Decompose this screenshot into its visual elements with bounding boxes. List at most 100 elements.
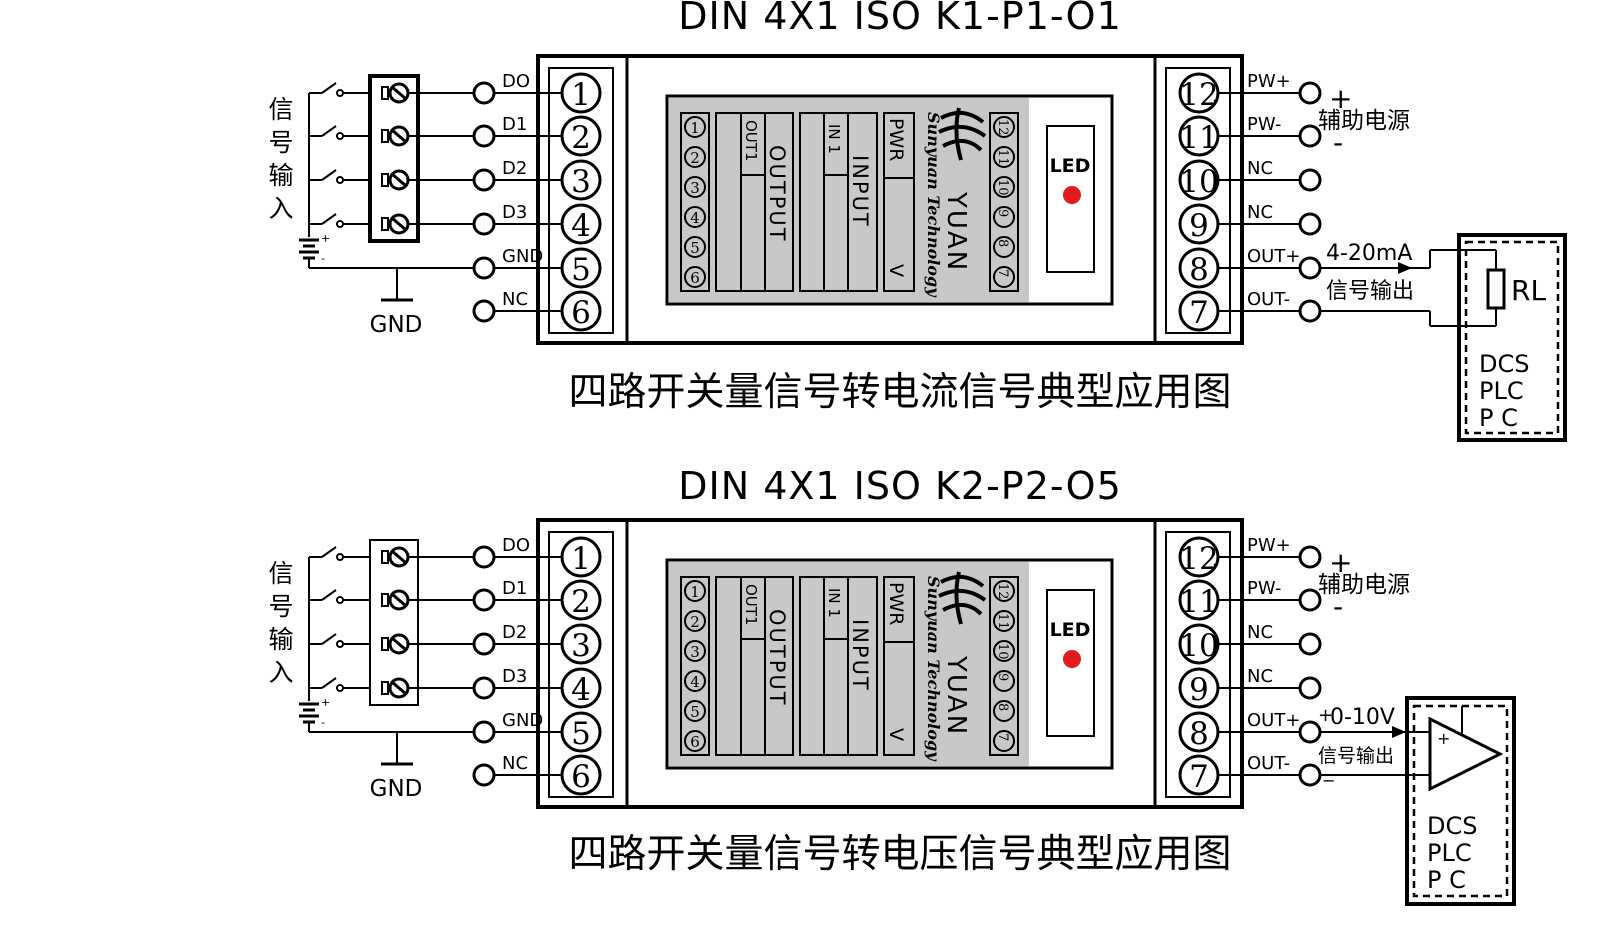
connector-pin: [381, 681, 389, 695]
output-block: [715, 112, 794, 292]
switch-blade: [321, 677, 337, 689]
screw-slot: [391, 592, 407, 608]
module-outline: [536, 54, 1244, 345]
input-title: INPUT: [848, 155, 872, 228]
terminal-number: 2: [571, 584, 591, 620]
connector-pin: [381, 217, 389, 231]
input-label-char: 信: [268, 559, 293, 588]
pwr-block: [883, 112, 915, 292]
wiring-diagram-voltage-output: DIN 4X1 ISO K2-P2-O5 1DO2D13D24D35GND6NC…: [268, 464, 1516, 906]
pin-strip-right: [989, 576, 1019, 756]
wire-node: [472, 256, 496, 280]
model-title: DIN 4X1 ISO K2-P2-O5: [678, 464, 1122, 508]
terminal-number: 6: [571, 295, 591, 331]
logo-stroke: [940, 574, 985, 588]
terminal-number: 8: [1189, 716, 1209, 752]
wire-node: [1298, 168, 1322, 192]
terminal-label: D2: [502, 622, 527, 643]
input-label-char: 号: [268, 592, 293, 621]
terminal-number: 9: [1189, 672, 1209, 708]
load-label: RL: [1511, 274, 1546, 307]
wire-node: [1298, 763, 1322, 787]
terminal-number: 12: [1179, 77, 1218, 113]
logo-stroke: [942, 602, 983, 616]
terminal-number: 4: [571, 672, 591, 708]
pin-2: [684, 146, 706, 168]
label-frame: [665, 94, 1114, 306]
out-channel-label: OUT1: [742, 120, 760, 162]
pin-number: 8: [995, 239, 1010, 247]
receiver-label: P C: [1479, 404, 1518, 432]
terminal-number: 1: [571, 541, 591, 577]
terminal-number: 10: [1179, 164, 1218, 200]
brand-logo-icon: [938, 107, 987, 161]
pin-number: 9: [995, 673, 1010, 681]
switch-contact: [336, 89, 344, 97]
aux-power-label: 辅助电源: [1318, 572, 1410, 598]
switch-contact: [336, 220, 344, 228]
receiver-outline: [1457, 233, 1567, 442]
terminal-number: 11: [1179, 584, 1218, 620]
switch-contact: [336, 596, 344, 604]
input-block: [799, 576, 878, 756]
terminal-label: DO: [502, 535, 530, 556]
terminal-label: PW+: [1247, 535, 1291, 556]
connector-pin: [381, 593, 389, 607]
battery-minus: -: [321, 716, 325, 729]
aux-power-minus: -: [1333, 590, 1343, 623]
pin-2: [684, 610, 706, 632]
terminal-number: 6: [571, 759, 591, 795]
wire-node: [472, 81, 496, 105]
pwr-label: PWR: [885, 582, 907, 625]
wire-node: [472, 212, 496, 236]
terminal-number: 7: [1189, 759, 1209, 795]
brand-logo-icon: [938, 571, 987, 625]
output-plus-sign: +: [1318, 705, 1333, 726]
wire-node: [1298, 720, 1322, 744]
terminal-label: D1: [502, 114, 527, 135]
pin-number: 1: [690, 119, 700, 137]
voltage-arrow: [1392, 726, 1406, 738]
pin-3: [684, 640, 706, 662]
terminal-label: DO: [502, 71, 530, 92]
receiver-label: P C: [1427, 866, 1466, 894]
pin-number: 7: [995, 733, 1010, 741]
logo-stroke: [954, 107, 963, 161]
output-label: 信号输出: [1318, 745, 1394, 767]
wire-node: [1298, 256, 1322, 280]
screw-slot: [391, 85, 407, 101]
wiring-diagram-current-output: DIN 4X1 ISO K1-P1-O1 1DO2D13D24D35GND6NC…: [268, 0, 1567, 442]
terminal-label: D3: [502, 666, 527, 687]
led-window: [1046, 125, 1095, 273]
terminal-number: 2: [571, 120, 591, 156]
aux-power-minus: -: [1333, 126, 1343, 159]
pin-7: [993, 730, 1015, 752]
wire-node: [1298, 124, 1322, 148]
pin-number: 8: [995, 703, 1010, 711]
output-range: 0-10V: [1330, 705, 1395, 730]
screw-slot: [391, 680, 407, 696]
pin-6: [684, 266, 706, 288]
switch-blade: [321, 633, 337, 645]
receiver-inner: [1464, 240, 1560, 435]
brand-name: YUAN: [941, 655, 971, 736]
pin-strip-left: [680, 112, 710, 292]
logo-stroke: [954, 571, 963, 625]
terminal-label: NC: [502, 289, 528, 310]
in-channel-label: IN 1: [825, 588, 843, 618]
led-window: [1046, 589, 1095, 737]
diagram-caption: 四路开关量信号转电压信号典型应用图: [568, 832, 1231, 877]
pin-number: 12: [995, 119, 1010, 136]
terminal-number: 12: [1179, 541, 1218, 577]
pin-12: [993, 116, 1015, 138]
pin-number: 6: [690, 733, 700, 751]
receiver-label: PLC: [1479, 377, 1524, 405]
screw-slot: [391, 636, 407, 652]
terminal-label: OUT-: [1247, 289, 1290, 310]
terminal-label: D1: [502, 578, 527, 599]
output-title: OUTPUT: [765, 145, 789, 243]
wire-node: [1298, 545, 1322, 569]
terminal-number: 5: [571, 716, 591, 752]
brand-name: YUAN: [941, 191, 971, 272]
